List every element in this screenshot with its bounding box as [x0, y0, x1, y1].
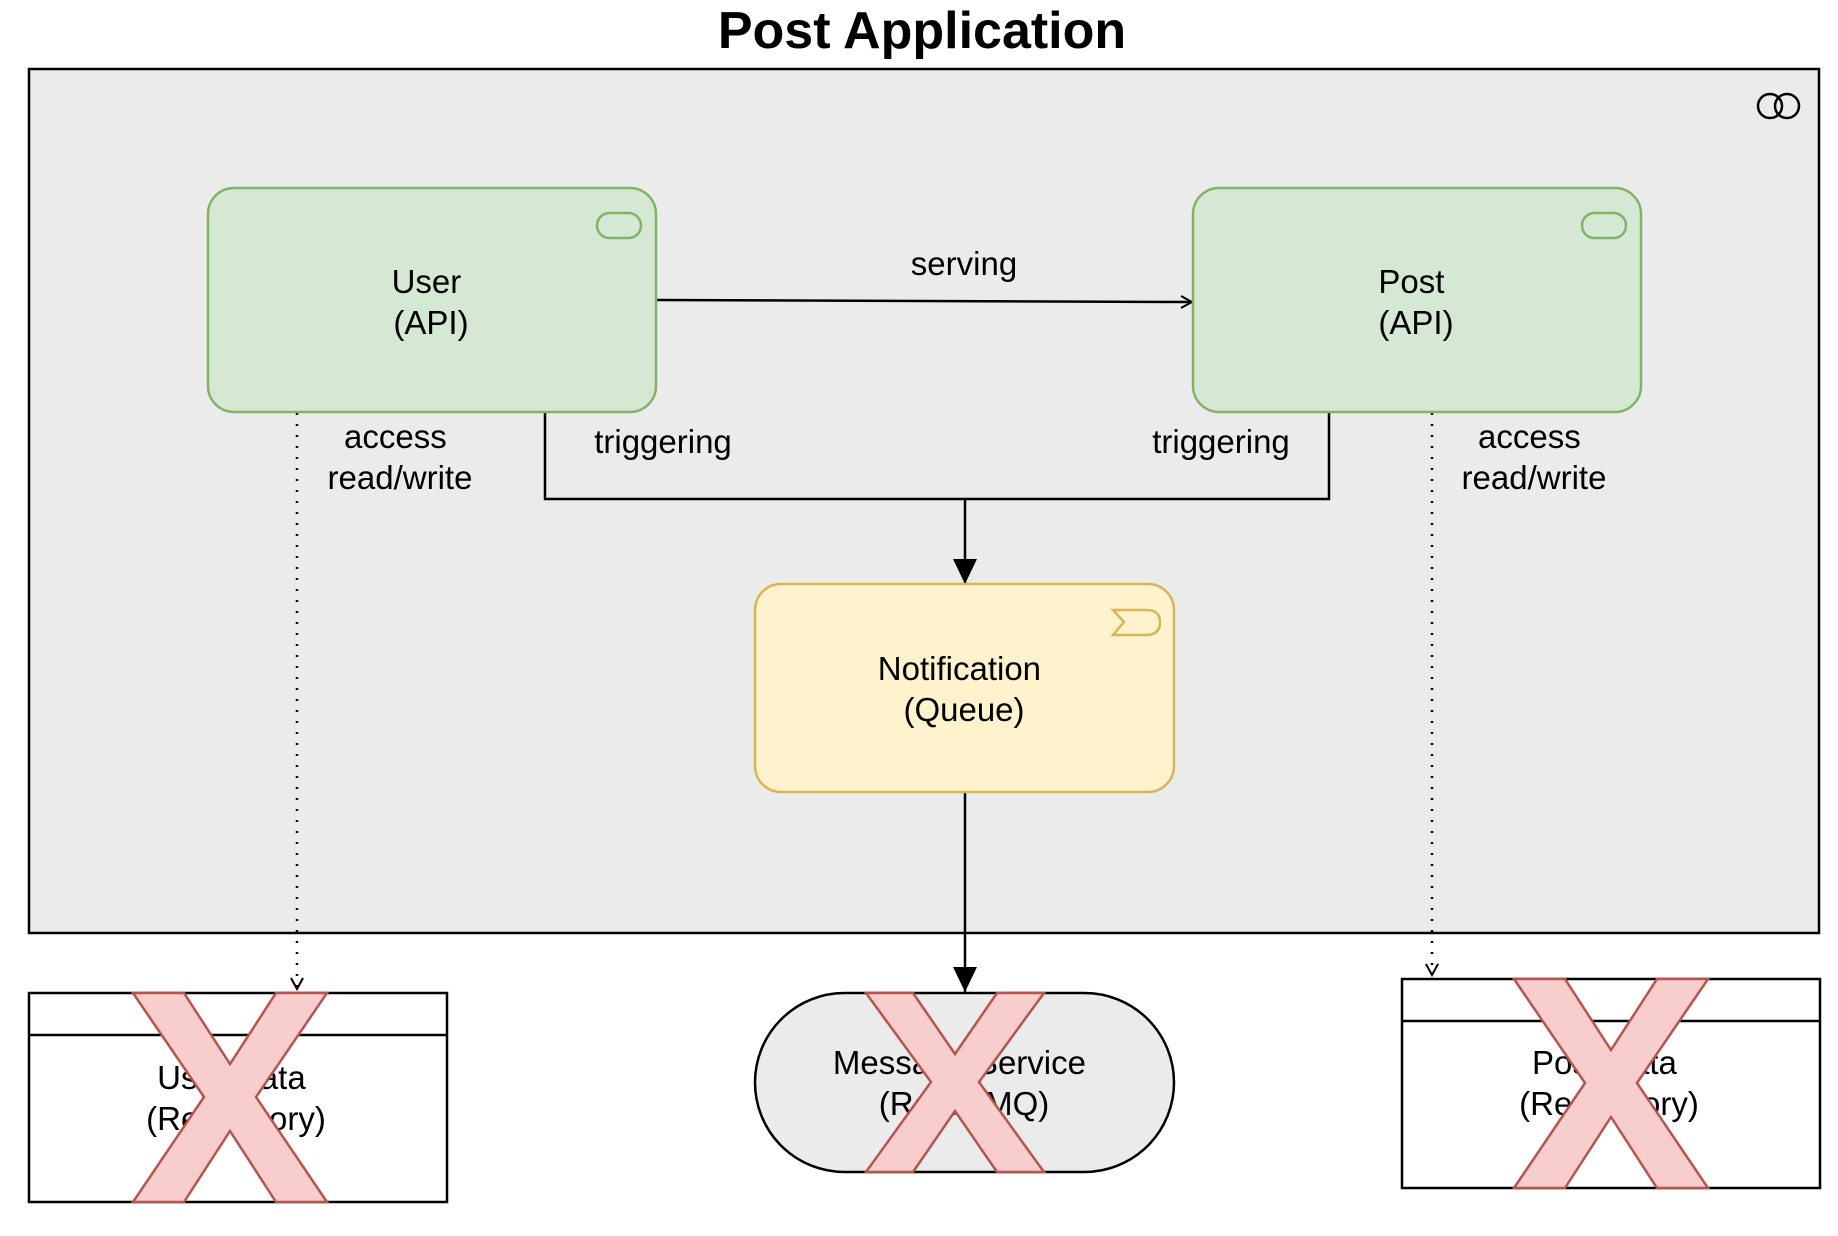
post-data-node[interactable]: Post Data (Repository) — [1400, 977, 1822, 1190]
notification-queue-title: Notification — [878, 650, 1041, 687]
notification-queue-node[interactable]: Notification (Queue) — [753, 582, 1176, 794]
event-icon — [1110, 608, 1162, 637]
cross-mark-icon — [863, 991, 1047, 1174]
triggering-label-post: triggering — [1152, 423, 1290, 460]
svg-text:Post (API): Post (API) — [1378, 263, 1453, 341]
access-label-post-line1: access — [1478, 418, 1581, 455]
serving-edge — [656, 300, 1192, 302]
post-api-subtitle: (API) — [1378, 304, 1453, 341]
service-icon — [595, 211, 643, 240]
svg-text:Notification (Queue): Notification (Queue) — [878, 650, 1050, 728]
user-api-subtitle: (API) — [393, 304, 468, 341]
access-label-user-line1: access — [344, 418, 447, 455]
diagram-title: Post Application — [718, 2, 1126, 60]
cross-mark-icon — [130, 991, 330, 1204]
user-api-title: User — [392, 263, 462, 300]
triggering-edge-user — [543, 413, 965, 501]
access-label-post: access read/write — [1462, 418, 1607, 496]
collaboration-icon — [1756, 92, 1801, 120]
post-api-title: Post — [1378, 263, 1444, 300]
cross-mark-icon — [1511, 977, 1711, 1190]
notification-queue-subtitle: (Queue) — [903, 691, 1024, 728]
access-label-user-line2: read/write — [328, 459, 473, 496]
access-label-user: access read/write — [328, 418, 473, 496]
triggering-edge-post — [965, 413, 1331, 501]
serving-label: serving — [911, 245, 1017, 282]
post-api-node[interactable]: Post (API) — [1191, 186, 1643, 414]
svg-text:User (API): User (API) — [392, 263, 471, 341]
user-api-node[interactable]: User (API) — [206, 186, 658, 414]
service-icon — [1580, 211, 1628, 240]
access-label-post-line2: read/write — [1462, 459, 1607, 496]
triggering-label-user: triggering — [594, 423, 732, 460]
